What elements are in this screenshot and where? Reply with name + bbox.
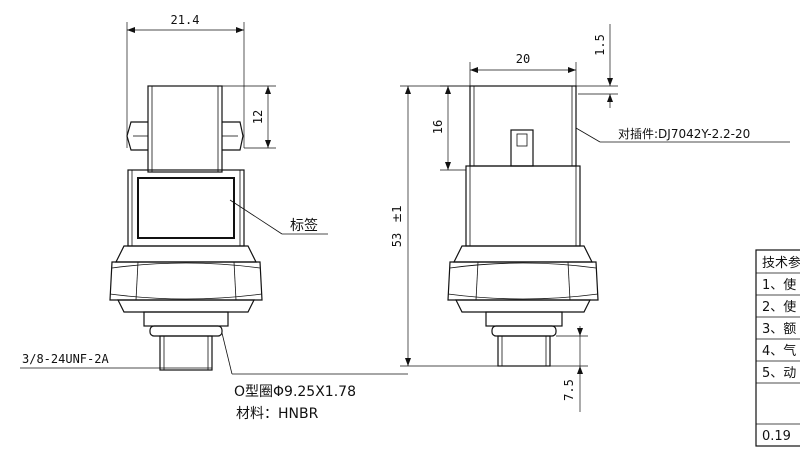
dim-overall-length: 53 — [390, 233, 404, 247]
tag-label: 标签 — [290, 217, 318, 234]
latch-window — [510, 129, 534, 167]
hex-nut — [109, 261, 263, 301]
tech-table-row: 5、动 — [762, 366, 796, 381]
mating-plug-label: 对插件:DJ7042Y-2.2-20 — [618, 127, 750, 141]
tech-table-row: 2、使 — [762, 299, 796, 315]
tag-callout: 标签 — [229, 199, 328, 235]
left-view-dimensions: 21.4 12 3/8-24UNF-2A — [20, 13, 276, 369]
oring-callout: O型圈Φ9.25X1.78 材料：HNBR — [221, 332, 408, 422]
sensor-body — [127, 169, 245, 247]
dim-overall-tolerance: ±1 — [390, 205, 404, 223]
seat — [143, 311, 229, 327]
label-area — [137, 177, 235, 239]
right-view-dimensions: 20 1.5 16 53 ±1 7.5 — [390, 24, 618, 412]
dim-width-left: 21.4 — [171, 13, 200, 27]
connector-head — [469, 85, 577, 167]
terminal-block — [147, 85, 223, 173]
oring-label: O型圈Φ9.25X1.78 — [234, 384, 356, 400]
thread-spec: 3/8-24UNF-2A — [22, 352, 109, 366]
dim-thread-length: 7.5 — [562, 379, 576, 401]
dim-connector-height: 16 — [431, 120, 445, 134]
mating-plug-callout: 对插件:DJ7042Y-2.2-20 — [575, 127, 790, 143]
tech-table: 技术参 1、使 2、使 3、额 4、气 5、动 0.19 — [755, 249, 800, 447]
shoulder-right — [453, 245, 593, 263]
hex-nut-right — [447, 261, 599, 301]
dim-width-top: 20 — [516, 52, 530, 66]
tech-table-row: 1、使 — [762, 277, 796, 293]
seat-right — [485, 311, 563, 327]
latch-right — [222, 121, 244, 151]
tech-table-row: 4、气 — [762, 343, 796, 359]
shoulder — [115, 245, 257, 263]
right-view — [447, 85, 599, 367]
o-ring — [149, 325, 223, 337]
thread-section-right — [497, 335, 551, 367]
left-view — [109, 85, 263, 371]
sensor-body-right — [465, 165, 581, 247]
tech-table-row: 3、额 — [762, 322, 796, 337]
o-ring-right — [491, 325, 557, 337]
thread-section — [159, 335, 213, 371]
dim-top-offset: 1.5 — [593, 34, 607, 56]
lower-collar — [117, 299, 255, 313]
tech-table-row: 0.19 — [762, 429, 791, 444]
material-label: 材料：HNBR — [236, 406, 319, 422]
dim-terminal-height: 12 — [251, 110, 265, 124]
tech-table-header: 技术参 — [762, 255, 800, 271]
lower-collar-right — [455, 299, 591, 313]
